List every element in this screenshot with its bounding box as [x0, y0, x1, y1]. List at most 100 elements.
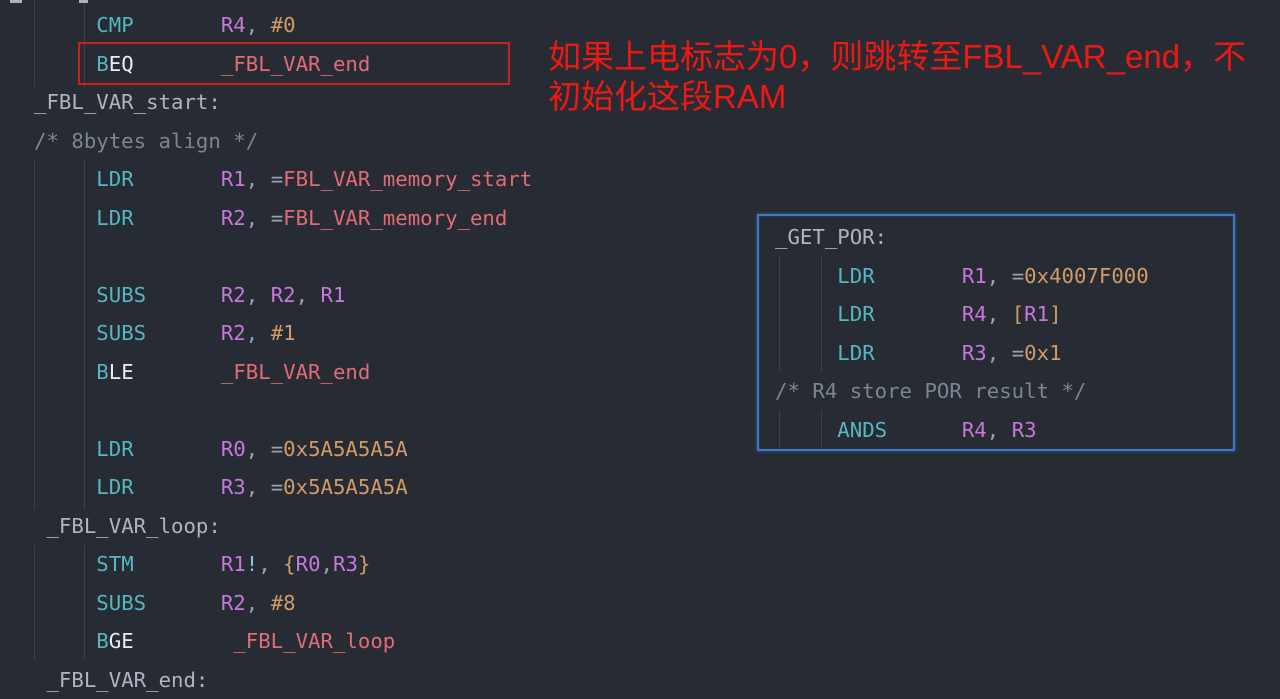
token-lbl: _FBL_VAR_loop: [46, 514, 220, 538]
token-sp [775, 341, 837, 365]
token-reg: R1 [221, 167, 246, 191]
code-line[interactable] [34, 391, 532, 430]
token-pun: , [987, 302, 1012, 326]
token-ref: FBL_VAR_memory_start [283, 167, 532, 191]
token-sp [887, 418, 962, 442]
code-line[interactable]: LDR R1, =FBL_VAR_memory_start [34, 160, 532, 199]
code-line[interactable]: SUBS R2, #8 [34, 584, 532, 623]
code-line[interactable]: CMP R4, #0 [34, 6, 532, 45]
token-eq: = [271, 437, 283, 461]
code-line[interactable]: BLE _FBL_VAR_end [34, 353, 532, 392]
code-line[interactable] [34, 237, 532, 276]
token-reg: R3 [221, 475, 246, 499]
token-sp [34, 629, 96, 653]
token-lbl: _FBL_VAR_end: [46, 668, 208, 692]
token-sp [34, 283, 96, 307]
token-br: ] [1049, 302, 1061, 326]
code-line[interactable]: SUBS R2, #1 [34, 314, 532, 353]
token-pun: , [246, 206, 271, 230]
token-pun: , [987, 418, 1012, 442]
token-num: 0x1 [1024, 341, 1061, 365]
token-lbl: _GET_POR: [775, 225, 887, 249]
token-sp [34, 514, 46, 538]
code-line[interactable]: _FBL_VAR_start: [34, 83, 532, 122]
annotation-text: 如果上电标志为0，则跳转至FBL_VAR_end，不 初始化这段RAM [548, 37, 1246, 117]
token-sp [146, 591, 221, 615]
token-sp [34, 552, 96, 576]
code-line[interactable]: /* 8bytes align */ [34, 122, 532, 161]
token-br: } [358, 552, 370, 576]
code-line[interactable]: _GET_POR: [775, 218, 1233, 257]
token-reg: R1 [962, 264, 987, 288]
token-sp [34, 475, 96, 499]
token-pun: , [246, 167, 271, 191]
token-ref: _FBL_VAR_end [221, 360, 370, 384]
token-com: /* R4 store POR result */ [775, 379, 1086, 403]
token-eq: = [271, 475, 283, 499]
token-reg: R3 [962, 341, 987, 365]
beq-highlight-rectangle [78, 42, 510, 85]
token-sp [134, 167, 221, 191]
code-line[interactable]: LDR R3, =0x1 [775, 334, 1233, 373]
token-reg: R4 [962, 302, 987, 326]
token-sp [775, 418, 837, 442]
token-mn: LDR [837, 264, 874, 288]
token-sp [146, 321, 221, 345]
token-sp [34, 206, 96, 230]
code-line[interactable]: LDR R2, =FBL_VAR_memory_end [34, 199, 532, 238]
annotation-line-1: 如果上电标志为0，则跳转至FBL_VAR_end，不 [548, 37, 1246, 77]
token-mn: SUBS [96, 591, 146, 615]
token-ref: _FBL_VAR_loop [233, 629, 395, 653]
token-reg: R0 [221, 437, 246, 461]
token-sp [146, 283, 221, 307]
code-line[interactable]: BGE _FBL_VAR_loop [34, 622, 532, 661]
token-pun: , [246, 283, 271, 307]
token-sp [34, 321, 96, 345]
token-sp [134, 475, 221, 499]
token-eq: = [271, 206, 283, 230]
code-line[interactable]: ANDS R4, R3 [775, 411, 1233, 450]
token-mn: ANDS [837, 418, 887, 442]
token-sp [34, 437, 96, 461]
token-mn: LDR [96, 167, 133, 191]
token-sp [134, 552, 221, 576]
annotation-line-2: 初始化这段RAM [548, 77, 1246, 117]
token-sp [134, 13, 221, 37]
token-sp [34, 360, 96, 384]
token-mn: LDR [96, 475, 133, 499]
code-line[interactable]: SUBS R2, R2, R1 [34, 276, 532, 315]
token-ref: FBL_VAR_memory_end [283, 206, 507, 230]
token-reg: R3 [333, 552, 358, 576]
token-reg: R2 [221, 206, 246, 230]
token-mn: LDR [837, 302, 874, 326]
code-line[interactable]: LDR R4, [R1] [775, 295, 1233, 334]
get-por-code-block[interactable]: _GET_POR: LDR R1, =0x4007F000 LDR R4, [R… [775, 218, 1233, 449]
code-line[interactable]: _FBL_VAR_end: [34, 661, 532, 699]
token-eq: = [271, 167, 283, 191]
token-num: 0x5A5A5A5A [283, 475, 408, 499]
token-reg: R4 [962, 418, 987, 442]
token-sp [775, 264, 837, 288]
code-line[interactable]: /* R4 store POR result */ [775, 372, 1233, 411]
token-reg: R1 [221, 552, 246, 576]
token-mn: SUBS [96, 283, 146, 307]
code-line[interactable]: STM R1!, {R0,R3} [34, 545, 532, 584]
token-reg: R2 [271, 283, 296, 307]
token-sp [34, 13, 96, 37]
token-sp [134, 437, 221, 461]
code-line[interactable]: LDR R0, =0x5A5A5A5A [34, 430, 532, 469]
code-line[interactable]: LDR R1, =0x4007F000 [775, 257, 1233, 296]
token-sp [34, 668, 46, 692]
get-por-frame: _GET_POR: LDR R1, =0x4007F000 LDR R4, [R… [757, 214, 1235, 451]
code-line[interactable]: _FBL_VAR_loop: [34, 507, 532, 546]
token-pun: , [258, 552, 283, 576]
assembly-code-block[interactable]: CMP R4, #0 BEQ _FBL_VAR_end_FBL_VAR_star… [34, 6, 532, 699]
token-reg: R4 [221, 13, 246, 37]
token-cond: GE [109, 629, 134, 653]
token-sp [134, 206, 221, 230]
code-line[interactable]: LDR R3, =0x5A5A5A5A [34, 468, 532, 507]
token-sp [875, 264, 962, 288]
token-sp [134, 629, 234, 653]
token-mn: LDR [96, 206, 133, 230]
